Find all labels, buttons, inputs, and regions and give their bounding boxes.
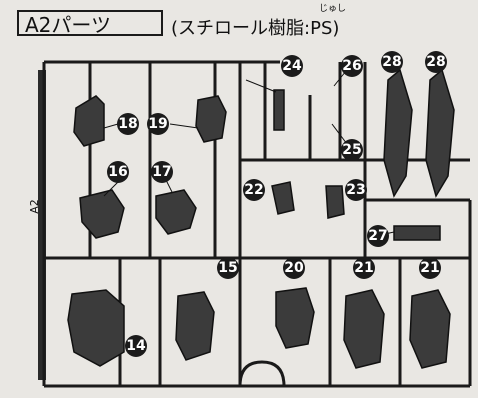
part-marker-18: 18 bbox=[117, 113, 139, 135]
parts-group-title-text: A2パーツ bbox=[25, 12, 112, 37]
part-numbers: 14 15 16 17 18 19 20 21 21 22 23 24 25 2… bbox=[107, 51, 447, 357]
part-number-19: 19 bbox=[148, 116, 167, 132]
part-24-shape bbox=[273, 89, 285, 131]
part-number-28a: 28 bbox=[382, 54, 401, 70]
part-number-16: 16 bbox=[108, 164, 127, 180]
part-number-21b: 21 bbox=[420, 260, 439, 276]
part-22-shape bbox=[271, 181, 295, 215]
part-14-shape bbox=[67, 289, 125, 367]
material-note: (スチロール樹脂:PS) bbox=[171, 18, 340, 39]
part-marker-16: 16 bbox=[107, 161, 129, 183]
part-number-21a: 21 bbox=[354, 260, 373, 276]
part-marker-28b: 28 bbox=[425, 51, 447, 73]
part-marker-24: 24 bbox=[281, 55, 303, 77]
part-16-shape bbox=[79, 189, 125, 239]
part-number-23: 23 bbox=[346, 182, 365, 198]
parts-group-title: A2パーツ bbox=[17, 10, 163, 37]
part-number-25: 25 bbox=[342, 142, 361, 158]
part-number-15: 15 bbox=[218, 260, 237, 276]
part-20-shape bbox=[275, 287, 315, 349]
furigana-note: じゅし bbox=[319, 4, 347, 14]
part-23-shape bbox=[325, 185, 345, 219]
part-number-24: 24 bbox=[282, 58, 302, 74]
part-number-14: 14 bbox=[126, 338, 146, 354]
part-number-17: 17 bbox=[152, 164, 171, 180]
part-21a-shape bbox=[343, 289, 385, 369]
part-number-26: 26 bbox=[342, 58, 361, 74]
part-28a-shape bbox=[383, 68, 413, 198]
part-21b-shape bbox=[409, 289, 451, 369]
runner-label: A2 bbox=[27, 199, 41, 214]
part-marker-17: 17 bbox=[151, 161, 173, 183]
part-number-28b: 28 bbox=[426, 54, 445, 70]
part-number-18: 18 bbox=[118, 116, 137, 132]
part-marker-21b: 21 bbox=[419, 257, 441, 279]
part-marker-25: 25 bbox=[341, 139, 363, 161]
part-marker-27: 27 bbox=[367, 225, 389, 247]
runner-side-bar bbox=[38, 70, 46, 380]
part-marker-14: 14 bbox=[125, 335, 147, 357]
part-19-shape bbox=[195, 95, 227, 143]
part-marker-23: 23 bbox=[345, 179, 367, 201]
part-18-shape bbox=[73, 95, 105, 147]
part-number-27: 27 bbox=[368, 228, 387, 244]
part-27-shape bbox=[393, 225, 441, 241]
part-marker-22: 22 bbox=[243, 179, 265, 201]
part-marker-19: 19 bbox=[147, 113, 169, 135]
part-15-shape bbox=[175, 291, 215, 361]
part-marker-15: 15 bbox=[217, 257, 239, 279]
part-28b-shape bbox=[425, 68, 455, 198]
part-number-20: 20 bbox=[284, 260, 304, 276]
part-17-shape bbox=[155, 189, 197, 235]
part-marker-28a: 28 bbox=[381, 51, 403, 73]
part-marker-21a: 21 bbox=[353, 257, 375, 279]
part-marker-20: 20 bbox=[283, 257, 305, 279]
part-number-22: 22 bbox=[244, 182, 263, 198]
part-marker-26: 26 bbox=[341, 55, 363, 77]
